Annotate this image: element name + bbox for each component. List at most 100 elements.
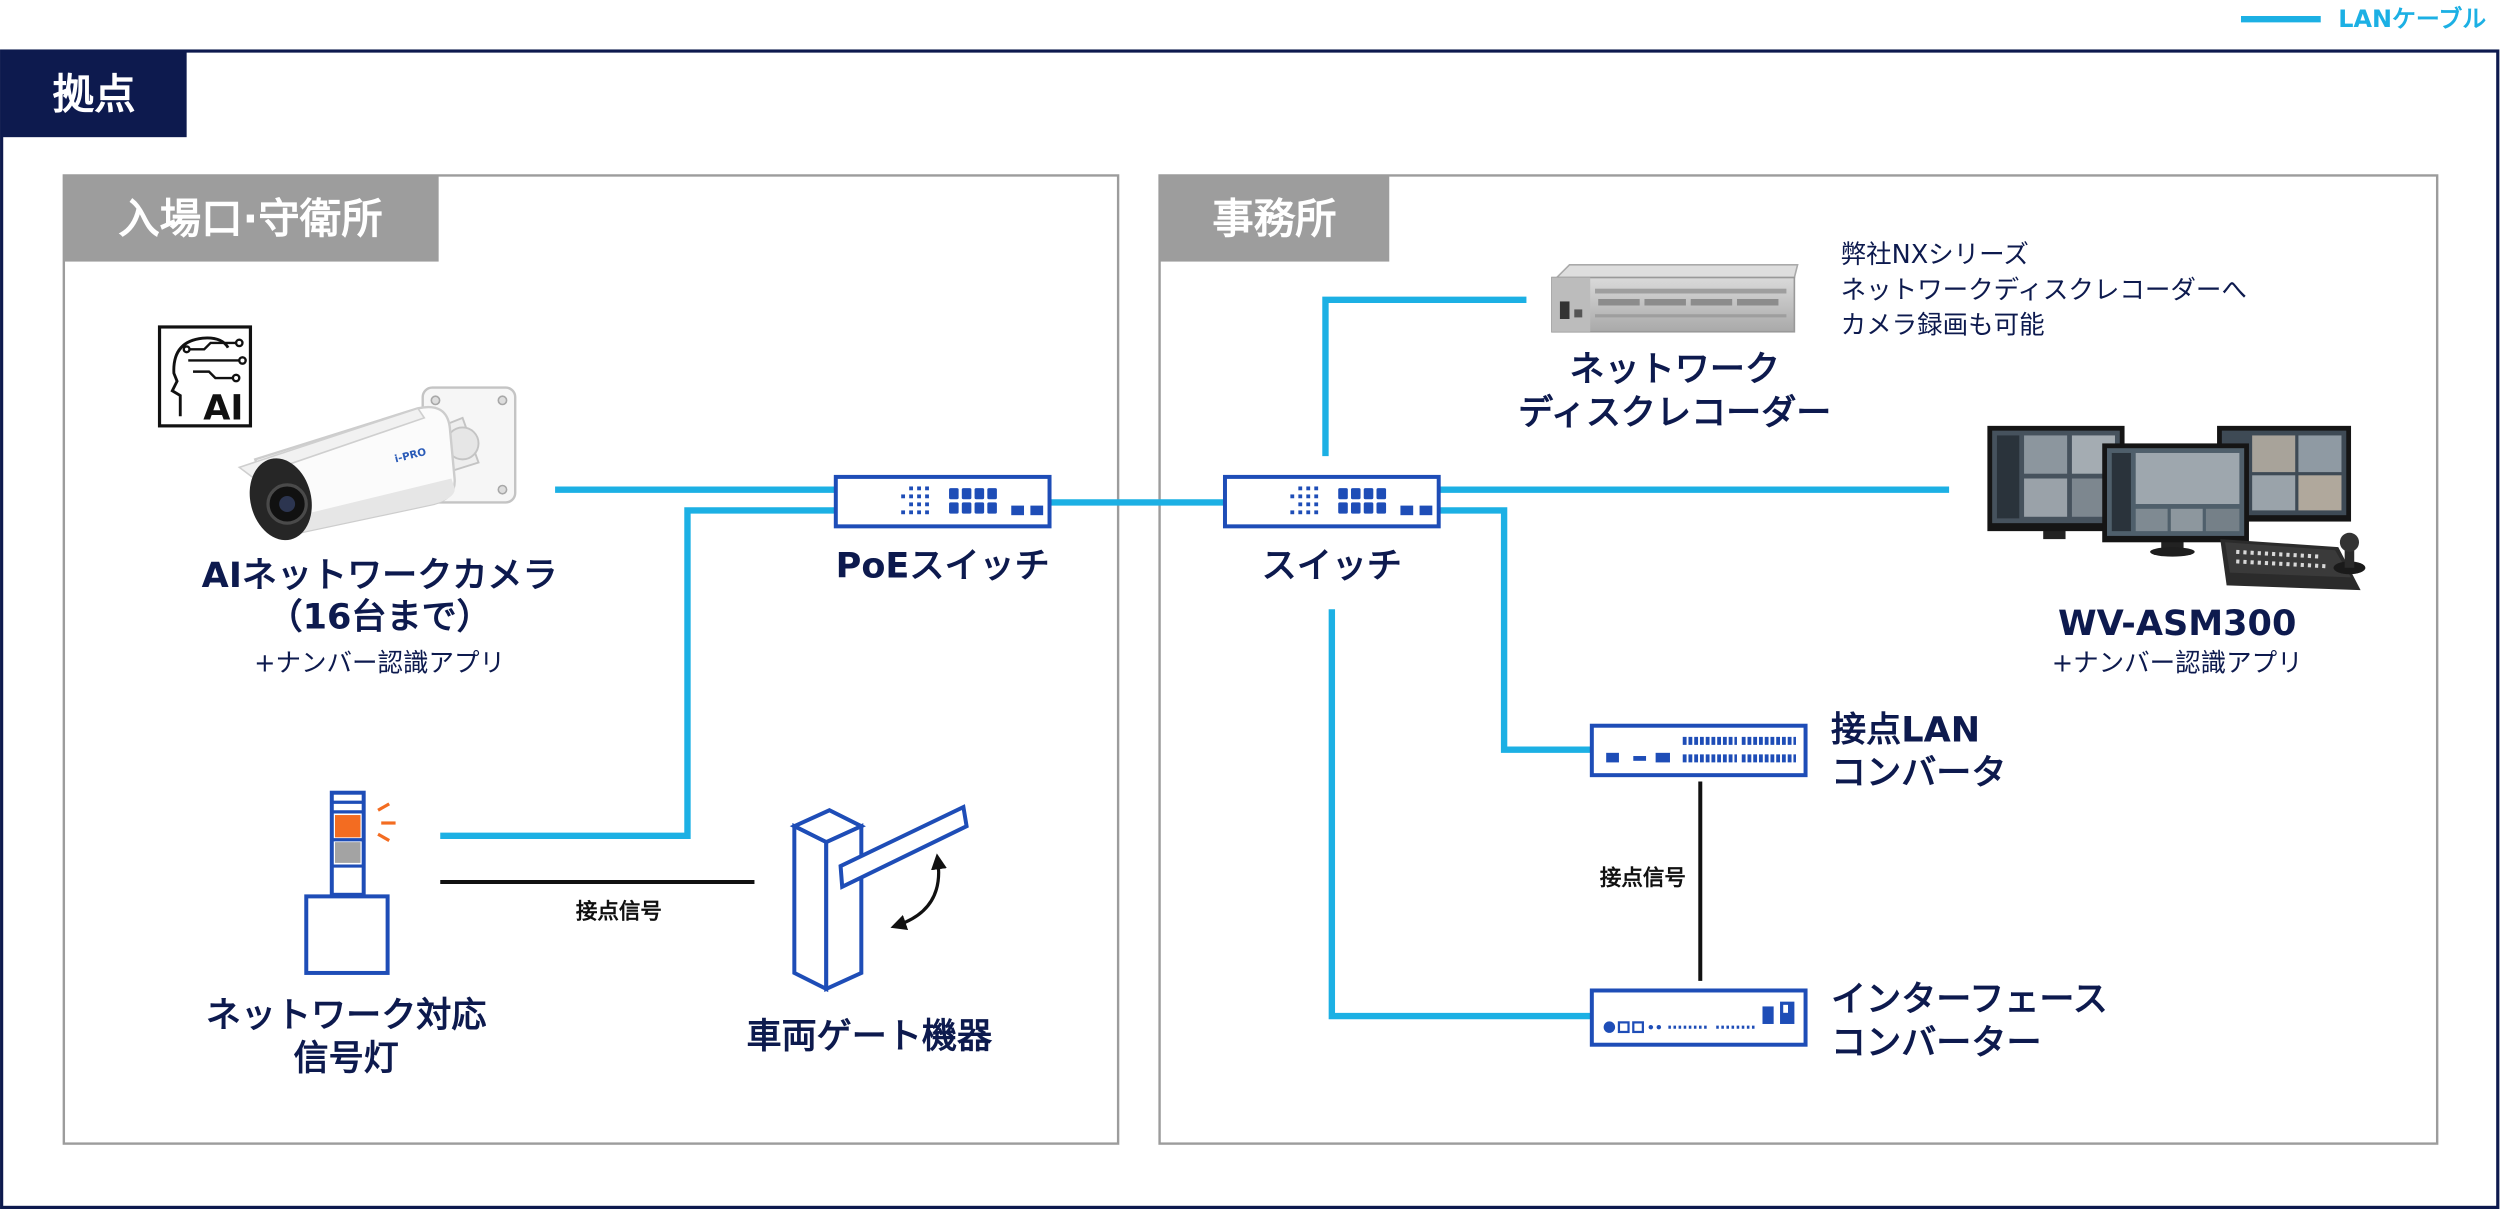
ai-badge-label: AI [203,387,243,428]
status-lamp [1632,1021,1644,1034]
circuit-lines [182,338,247,383]
site-tag [1,51,187,138]
screen-tile [2298,435,2342,473]
screen-tile [2298,475,2342,511]
screen-tile [2111,452,2131,532]
screen-tile [1996,435,2020,519]
contact-signal-wires: 接点信号 接点信号 [440,781,1703,981]
recorder-label-line1: ネットワーク [1570,349,1780,390]
gate-column-left [792,822,829,993]
ai-brain-icon: AI [157,325,253,428]
converter-indicator [1633,756,1647,761]
signal-light-label-line1: ネットワーク対応 [206,995,487,1036]
lan-switch-to-interface-converter [1328,609,1592,1020]
tower-lamp-gray [334,842,361,863]
joystick-stick [2344,543,2355,568]
status-dot [1648,1024,1654,1030]
site-frame [0,49,2500,1209]
entrance-panel-title: 入場口·守衛所 [118,195,382,243]
circuit-trace [193,370,233,380]
lan-cables [440,296,1950,1020]
signal-tower-icon [304,790,396,975]
office-panel-frame [1158,174,2439,1145]
status-lamp [1617,1021,1630,1034]
legend: LANケーブル [2240,5,2486,33]
vms-app: +ナンバー認識アプリ [2052,648,2303,678]
tower-base [304,894,390,975]
entrance-panel: 入場口·守衛所 [62,174,1120,1145]
recorder-logo-mark [1559,301,1570,319]
camera-sunshield [237,407,426,478]
recorder-note-line: 弊社NXシリーズ [1841,240,2029,270]
signal-light-label-line2: 信号灯 [294,1038,399,1079]
monitor-center-base [2150,547,2195,557]
ai-camera-app: +ナンバー認識アプリ [254,648,505,678]
screen-tile [2135,452,2240,505]
office-panel-title: 事務所 [1212,195,1336,243]
recorder-label-line2: ディスクレコーダー [1518,392,1831,433]
circuit-node [182,345,191,354]
lan-switch-to-contact-converter [1438,507,1592,753]
gate-label: 車両ゲート機器 [747,1016,993,1057]
power-indicator [1603,1021,1616,1033]
recorder-vent [1595,314,1787,318]
screen-tile [2170,508,2203,532]
screen-tile [2135,508,2168,532]
ai-camera-name: AIネットワークカメラ [202,555,558,596]
gate-column-right [824,823,864,992]
converter-indicator [1655,752,1670,763]
site-tag-label: 拠点 [53,70,136,118]
gate-motion-arrow [890,853,947,931]
recorder-power-button [1574,309,1583,318]
circuit-node [231,373,241,383]
interface-converter-label-line2: コンバーター [1831,1022,2041,1063]
recorder-top [1554,263,1799,279]
lan-signal-light-to-poe [440,507,836,839]
camera-lens-glass [279,496,296,512]
converter-indicator [1606,752,1619,763]
interface-converter-icon [1589,988,1808,1047]
converter-body [1589,723,1808,778]
recorder-vent [1595,288,1787,294]
bullet-camera-icon: i-PRO [237,386,517,541]
entrance-panel-tag [63,175,439,262]
office-switch-icon [1222,474,1441,529]
monitor-left-stand [2043,529,2066,540]
contact-signal-label-right: 接点信号 [1600,865,1686,891]
disk-recorder-icon [1551,263,1799,333]
office-panel: 事務所 [1158,174,2439,1145]
recorder-front-panel [1551,277,1591,332]
interface-port-slot [1783,1004,1789,1013]
interface-converter-label-line1: インターフェース [1831,979,2108,1020]
recorder-note: 弊社NXシリーズ ネットワークディスクレコーダーへ カメラ録画も可能 [1841,240,2247,340]
monitor-workstation-icon [1987,425,2366,591]
poe-switch-label: PoEスイッチ [836,545,1050,586]
contact-lan-converter-icon [1589,723,1808,778]
screen-tile [2024,478,2068,517]
light-ray [377,832,390,842]
controller-keys [2236,559,2326,569]
lan-switch-to-recorder [1322,296,1527,457]
vms-label: WV-ASM300 [2058,603,2296,644]
screen-tile [2252,475,2296,511]
screen-tile [2252,435,2296,473]
gate-arm [838,804,969,890]
screen-tile [2205,508,2240,532]
status-dot [1656,1024,1662,1030]
mount-screw [497,484,508,495]
entrance-panel-frame [62,174,1120,1145]
controller-keyboard-top [2225,542,2352,578]
camera-body-shade [280,478,455,536]
barrier-gate-icon [789,804,969,993]
screen-tile [2024,435,2068,474]
interface-port [1762,1006,1774,1024]
ai-camera-count: （16台まで） [268,596,492,637]
joystick-knob [2339,532,2360,552]
poe-switch-icon [833,474,1052,529]
circuit-node [238,356,247,365]
contact-converter-label-line1: 接点LAN [1831,710,1980,751]
office-panel-tag [1159,175,1390,262]
office-switch-label: スイッチ [1262,545,1402,586]
tower-lamp-orange [334,815,361,838]
